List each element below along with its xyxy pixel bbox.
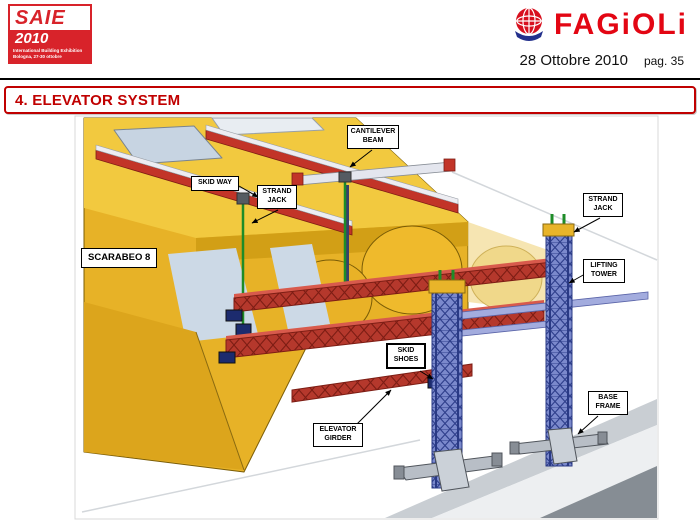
strand-jack-cables [235, 171, 352, 338]
callout-arrows [238, 149, 601, 435]
label-elevator-girder: ELEVATOR GIRDER [313, 423, 363, 447]
label-skid-shoes: SKID SHOES [386, 343, 426, 369]
cantilever-beam-shape [291, 158, 456, 298]
saie-logo: SAIE 2010 International Building Exhibit… [8, 4, 92, 64]
label-base-frame: BASE FRAME [588, 391, 628, 415]
fagioli-wordmark: FAGiOLi [554, 8, 688, 41]
fagioli-globe-icon [515, 7, 543, 41]
saie-logo-subtitle-line2: Bologna, 27-30 ottobre [13, 54, 62, 59]
section-title-box: 4. ELEVATOR SYSTEM [4, 86, 696, 114]
label-cantilever-beam: CANTILEVER BEAM [347, 125, 399, 149]
base-frames [393, 427, 609, 492]
page-number: pag. 35 [643, 54, 684, 68]
saie-logo-subtitle: International Building Exhibition Bologn… [10, 47, 90, 62]
fagioli-logo: FAGiOLi [511, 6, 688, 44]
skid-shoe-block [225, 309, 243, 322]
label-strand-jack-right: STRAND JACK [583, 193, 623, 217]
lifting-tower-rear [542, 214, 575, 467]
header-divider [0, 78, 700, 80]
skid-shoe-block [218, 351, 236, 364]
date-line: 28 Ottobre 2010 pag. 35 [520, 52, 684, 69]
section-title: 4. ELEVATOR SYSTEM [15, 91, 181, 109]
label-skid-way: SKID WAY [191, 176, 239, 191]
label-lifting-tower: LIFTING TOWER [583, 259, 625, 283]
label-scarabeo-8: SCARABEO 8 [81, 248, 158, 268]
saie-logo-name: SAIE [15, 7, 66, 29]
slide-date: 28 Ottobre 2010 [519, 52, 628, 69]
saie-logo-year: 2010 [10, 30, 90, 47]
saie-logo-subtitle-line1: International Building Exhibition [13, 48, 83, 53]
label-strand-jack-left: STRAND JACK [257, 185, 297, 209]
